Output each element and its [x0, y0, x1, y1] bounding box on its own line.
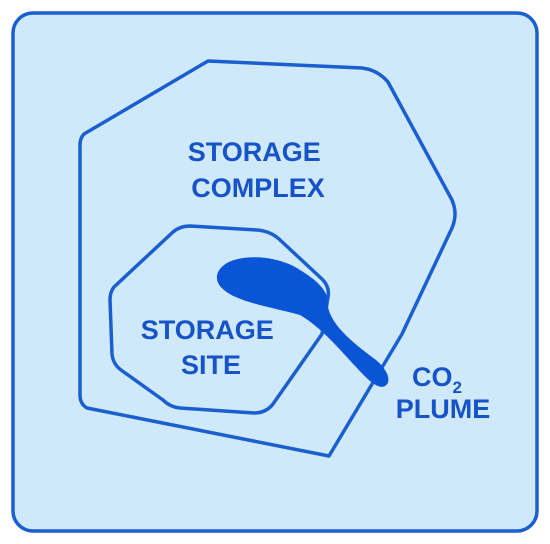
- co2-plume-shape: [216, 257, 389, 387]
- plume-label: PLUME: [396, 394, 491, 424]
- storage-complex-outline: [78, 59, 457, 458]
- svg-text:CO2: CO2: [412, 362, 462, 397]
- storage-complex-label-line2: COMPLEX: [191, 173, 325, 203]
- co2-label-subscript: 2: [453, 378, 462, 397]
- storage-site-label-line2: SITE: [181, 350, 241, 380]
- svg-text:STORAGE COMPLEX: STORAGE COMPLEX: [188, 137, 329, 203]
- storage-site-outline: [108, 224, 331, 415]
- svg-text:PLUME: PLUME: [396, 394, 491, 424]
- storage-complex-label-line1: STORAGE: [188, 137, 321, 167]
- storage-site-label-line1: STORAGE: [141, 315, 274, 345]
- svg-text:STORAGE SITE: STORAGE SITE: [141, 315, 282, 380]
- co2-label-prefix: CO: [412, 362, 453, 392]
